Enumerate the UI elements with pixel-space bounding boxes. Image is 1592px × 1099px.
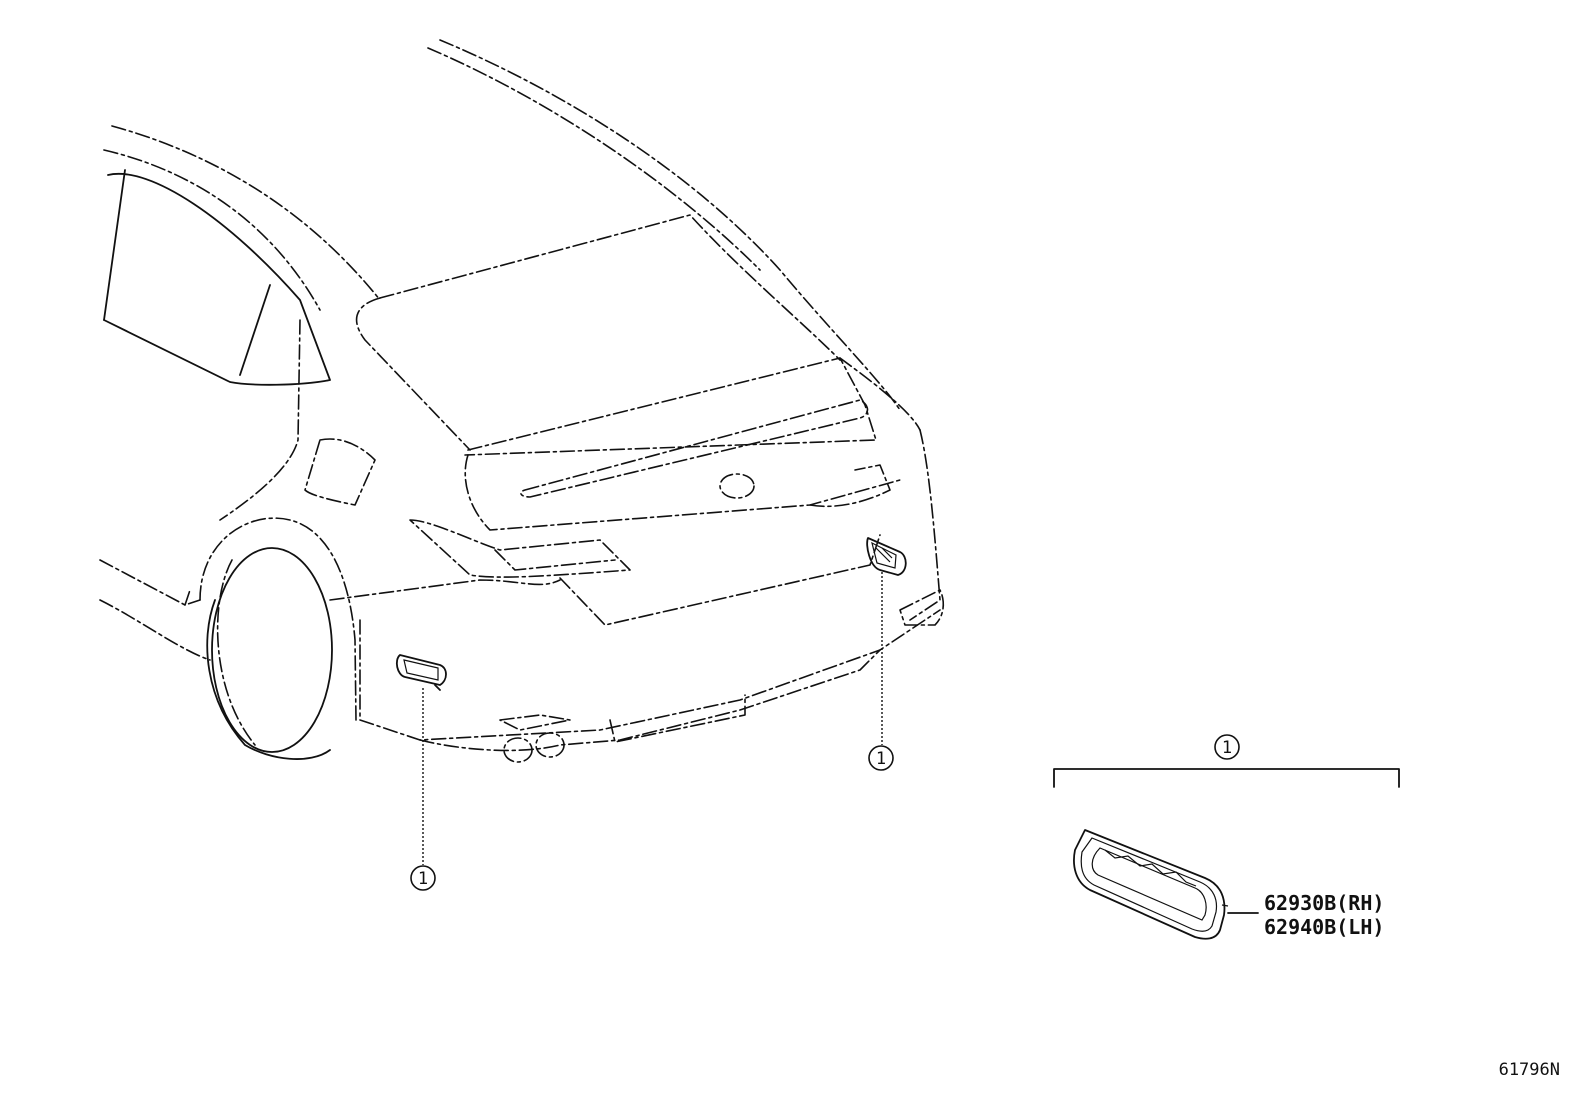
part-label-lh: 62940B(LH)	[1264, 915, 1384, 939]
right-reflector	[866, 537, 907, 576]
callout-leaders	[422, 572, 883, 865]
part-number-lh: 62940B	[1264, 915, 1336, 939]
callout-left-number: 1	[418, 869, 428, 889]
diagram-reference-code: 61796N	[1499, 1060, 1560, 1080]
part-side-rh: (RH)	[1336, 891, 1384, 915]
detail-bracket	[1053, 768, 1400, 788]
callout-left: 1	[410, 865, 436, 891]
part-number-rh: 62930B	[1264, 891, 1336, 915]
car-body-outline	[99, 39, 945, 763]
svg-text:62940B(LH): 62940B(LH)	[1264, 915, 1384, 939]
part-side-lh: (LH)	[1336, 915, 1384, 939]
part-label-rh: 62930B(RH)	[1264, 891, 1384, 915]
callout-right: 1	[868, 745, 894, 771]
svg-text:62930B(RH): 62930B(RH)	[1264, 891, 1384, 915]
callout-detail-number: 1	[1222, 738, 1232, 758]
callout-right-number: 1	[876, 749, 886, 769]
left-reflector	[395, 654, 447, 691]
detail-reflector	[1073, 829, 1259, 940]
callout-detail: 1	[1214, 734, 1240, 760]
